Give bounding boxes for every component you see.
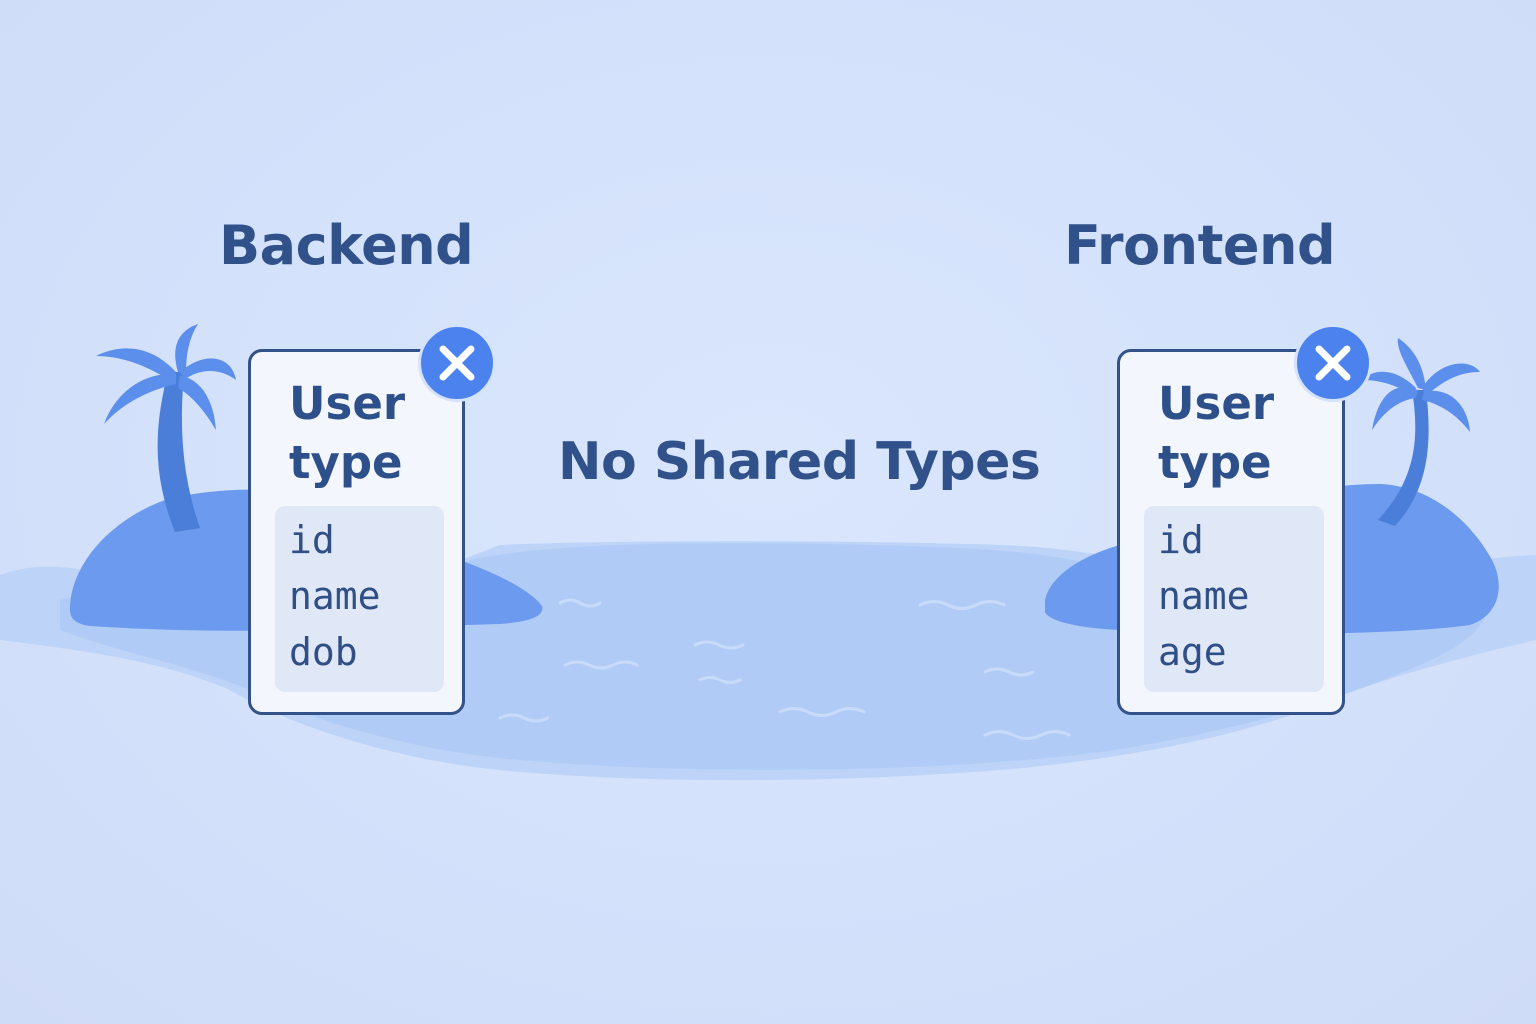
backend-close-icon [418, 324, 496, 402]
left-palm-tree-icon [96, 324, 236, 532]
backend-field-id: id [289, 518, 335, 562]
frontend-close-icon [1294, 324, 1372, 402]
frontend-field-id: id [1158, 518, 1204, 562]
backend-field-dob: dob [289, 630, 358, 674]
backend-field-list: id name dob [275, 506, 444, 692]
no-shared-types-caption: No Shared Types [558, 432, 1041, 492]
frontend-card-title-line2: type [1158, 436, 1272, 489]
water-ripples [498, 598, 1071, 740]
frontend-field-list: id name age [1144, 506, 1324, 692]
frontend-card-title-line1: User [1158, 377, 1275, 430]
frontend-card-title: User type [1158, 374, 1274, 492]
frontend-heading: Frontend [1064, 214, 1336, 277]
frontend-field-age: age [1158, 630, 1227, 674]
backend-field-name: name [289, 574, 381, 618]
frontend-field-name: name [1158, 574, 1250, 618]
right-palm-tree-icon [1362, 338, 1480, 526]
backend-card-title-line1: User [289, 377, 406, 430]
frontend-user-type-card: User type id name age [1117, 349, 1345, 715]
backend-card-title: User type [289, 374, 405, 492]
backend-user-type-card: User type id name dob [248, 349, 465, 715]
backend-heading: Backend [219, 214, 474, 277]
backend-card-title-line2: type [289, 436, 403, 489]
